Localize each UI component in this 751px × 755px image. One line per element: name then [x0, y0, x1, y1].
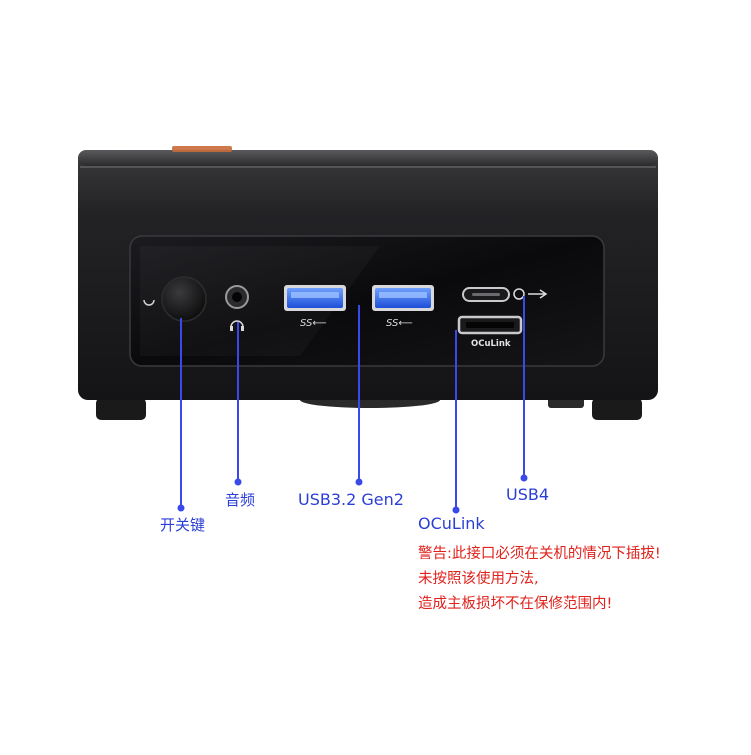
lid-accent — [172, 146, 232, 152]
label-audio: 音频 — [225, 491, 256, 509]
label-power: 开关键 — [160, 516, 206, 534]
audio-jack-hole — [232, 292, 242, 302]
headphone-icon-right — [241, 326, 244, 331]
warning-line-2: 未按照该使用方法, — [418, 571, 539, 587]
usb-symbol-icon — [528, 289, 548, 299]
callout-dot-usb32 — [355, 478, 363, 486]
callout-dot-power — [177, 504, 185, 512]
oculink-port-slot — [466, 322, 514, 328]
usb-ss-mark-left: SS⟵ — [300, 318, 327, 329]
body-highlight — [80, 166, 656, 168]
callout-dot-oculink — [452, 506, 460, 514]
oculink-port-mark: OCuLink — [471, 339, 511, 349]
warning-line-1: 警告:此接口必须在关机的情况下插拔! — [418, 546, 661, 562]
warning-line-3: 造成主板损坏不在保修范围内! — [418, 596, 613, 612]
label-usb4: USB4 — [506, 485, 550, 504]
power-led-icon — [143, 299, 155, 306]
headphone-icon — [230, 320, 244, 328]
callout-dot-audio — [234, 478, 242, 486]
usb-ss-mark-right: SS⟵ — [386, 318, 413, 329]
warning-text: 警告:此接口必须在关机的情况下插拔! 未按照该使用方法, 造成主板损坏不在保修范… — [418, 542, 661, 617]
thunderbolt-icon — [513, 288, 525, 300]
usb-a-port-right[interactable] — [372, 285, 434, 311]
usb4-port-tongue — [472, 293, 500, 296]
foot-right — [592, 398, 642, 420]
usb-a-port-left[interactable] — [284, 285, 346, 311]
power-button[interactable] — [161, 276, 207, 322]
device-lid — [78, 150, 658, 166]
headphone-icon-left — [230, 326, 233, 331]
foot-left — [96, 398, 146, 420]
callout-dot-usb4 — [520, 474, 528, 482]
label-oculink: OCuLink — [418, 514, 485, 533]
label-usb32: USB3.2 Gen2 — [298, 490, 404, 509]
